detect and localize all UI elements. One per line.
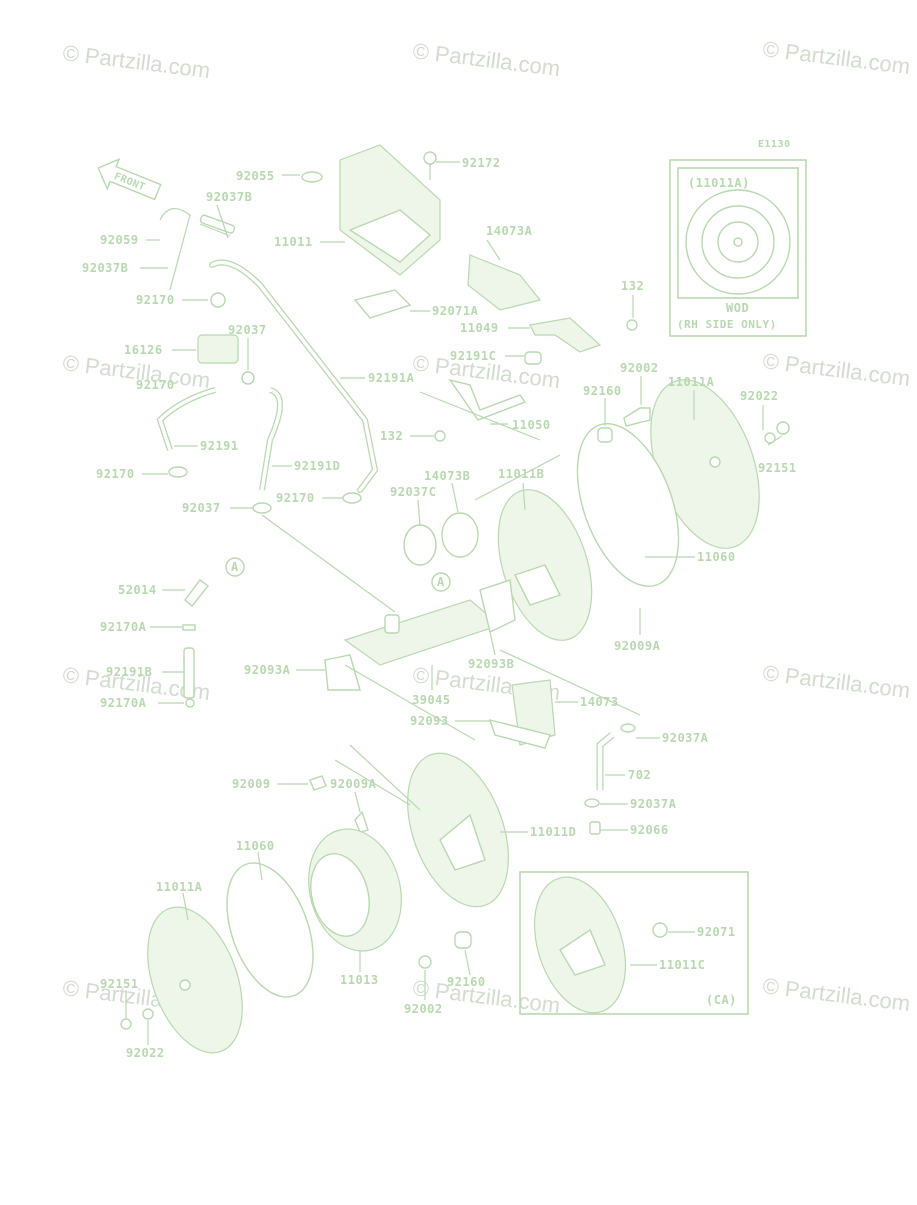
leader-lines — [125, 161, 783, 1045]
part-label: 132 — [621, 279, 644, 293]
callout-a-label: A — [437, 575, 445, 589]
inset-top-box: (11011A) WOD (RH SIDE ONLY) — [669, 159, 807, 337]
part-label: 92071 — [697, 925, 736, 939]
part-label: 92037 — [228, 323, 267, 337]
part-label: 11011C — [659, 958, 705, 972]
part-label: 92059 — [100, 233, 139, 247]
part-label: 92170A — [100, 620, 147, 634]
part-label: 11011A — [668, 375, 715, 389]
part-label: 92009A — [330, 777, 377, 791]
part-label: 92160 — [583, 384, 622, 398]
inset-note-label: (RH SIDE ONLY) — [677, 318, 777, 331]
part-label: 11060 — [236, 839, 275, 853]
callout-a-label: A — [231, 560, 239, 574]
part-label: 11049 — [460, 321, 499, 335]
part-label: 92172 — [462, 156, 501, 170]
part-label: 11011D — [530, 825, 576, 839]
part-label: 92170 — [136, 293, 175, 307]
part-label: 92093A — [244, 663, 291, 677]
parts-drawing — [120, 144, 791, 1054]
part-label: 92191D — [294, 459, 340, 473]
part-label: 11011B — [498, 467, 544, 481]
part-label: 11011 — [274, 235, 313, 249]
part-label: 92002 — [620, 361, 659, 375]
part-label: 14073A — [486, 224, 533, 238]
part-label: 92002 — [404, 1002, 443, 1016]
part-label: 92151 — [758, 461, 797, 475]
part-label: 92170 — [276, 491, 315, 505]
inset-bottom-note: (CA) — [706, 993, 737, 1007]
part-label: 92191B — [106, 665, 152, 679]
part-label: 52014 — [118, 583, 157, 597]
part-label: 92055 — [236, 169, 275, 183]
part-label: 702 — [628, 768, 651, 782]
part-label: 92037 — [182, 501, 221, 515]
inset-bottom-box: (CA) 92071 11011C — [519, 871, 749, 1015]
part-label: 92093 — [410, 714, 449, 728]
part-label: 92170 — [96, 467, 135, 481]
callout-a: A A — [225, 557, 451, 592]
inset-ref-label: (11011A) — [688, 176, 750, 190]
part-label: 92037B — [82, 261, 128, 275]
part-label: 92093B — [468, 657, 514, 671]
part-label: 92071A — [432, 304, 479, 318]
part-label: 14073B — [424, 469, 470, 483]
part-labels: 92055 92172 92037B 92059 11011 14073A 92… — [82, 156, 797, 1060]
part-label: 11060 — [697, 550, 736, 564]
part-label: 39045 — [412, 693, 451, 707]
front-arrow-icon: FRONT — [97, 157, 162, 201]
part-label: 92037A — [630, 797, 677, 811]
watermark-text: © Partzilla.com — [761, 36, 911, 79]
watermark-text: © Partzilla.com — [61, 40, 211, 83]
part-label: 92151 — [100, 977, 139, 991]
part-label: 92022 — [740, 389, 779, 403]
watermark-text: © Partzilla.com — [761, 348, 911, 391]
part-label: 92191C — [450, 349, 496, 363]
part-label: 92066 — [630, 823, 669, 837]
part-label: 11011A — [156, 880, 203, 894]
part-label: 92170 — [136, 378, 175, 392]
part-label: 92170A — [100, 696, 147, 710]
part-label: 92191 — [200, 439, 239, 453]
part-label: 92191A — [368, 371, 415, 385]
part-label: 92009A — [614, 639, 661, 653]
part-label: 132 — [380, 429, 403, 443]
part-label: 11050 — [512, 418, 551, 432]
part-label: 14073 — [580, 695, 619, 709]
part-label: 92160 — [447, 975, 486, 989]
part-label: 11013 — [340, 973, 379, 987]
inset-model-label: WOD — [726, 301, 749, 315]
part-label: 92037A — [662, 731, 709, 745]
part-label: 92022 — [126, 1046, 165, 1060]
part-label: 92037C — [390, 485, 436, 499]
diagram-code: E1130 — [758, 139, 791, 150]
watermark-text: © Partzilla.com — [761, 660, 911, 703]
watermark-text: © Partzilla.com — [761, 973, 911, 1016]
part-label: 92037B — [206, 190, 252, 204]
part-label: 92009 — [232, 777, 271, 791]
part-label: 16126 — [124, 343, 163, 357]
watermark-text: © Partzilla.com — [411, 38, 561, 81]
